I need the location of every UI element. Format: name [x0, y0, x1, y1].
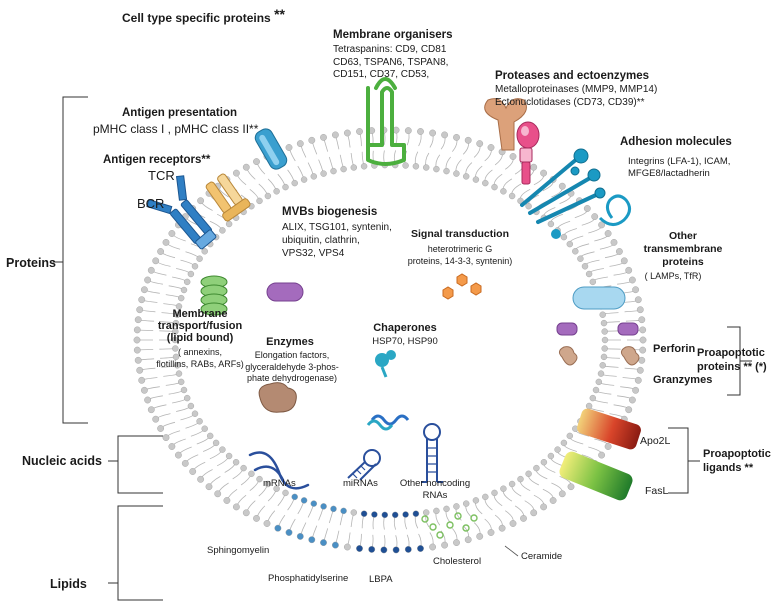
proapoptotic-ligands-title: Proapoptotic ligands ** [703, 448, 771, 474]
chaperones-title: Chaperones [373, 322, 437, 334]
antigen-presentation-title: Antigen presentation [122, 107, 238, 119]
category-brackets [53, 96, 752, 601]
proteins-label: Proteins [6, 256, 57, 270]
membrane-transport-title: Membrane transport/fusion (lipid bound) [157, 308, 243, 344]
lbpa-label: LBPA [369, 574, 393, 585]
perforin-icon [556, 322, 639, 336]
mvbs-title: MVBs biogenesis [282, 206, 378, 218]
protease-icon [484, 98, 527, 151]
membrane-organisers-text: Tetraspanins: CD9, CD81 CD63, TSPAN6, TS… [333, 44, 449, 80]
enzymes-text: Elongation factors, glyceraldehyde 3-pho… [245, 350, 339, 383]
header-stars: ** [274, 6, 285, 22]
pmhc-icon [254, 128, 288, 170]
ceramide-label: Ceramide [521, 551, 563, 562]
fasl-label: FasL [645, 485, 669, 497]
other-rnas-label: Other noncoding RNAs [399, 478, 471, 501]
membrane-organisers-title: Membrane organisers [333, 29, 453, 41]
lamp-icon [572, 286, 626, 310]
tcr-icon [205, 173, 251, 222]
noncoding-rna-icon [421, 423, 443, 483]
mfge8-icon [551, 194, 631, 239]
annexin-icon [200, 275, 228, 316]
nucleic-acids-bracket [117, 435, 163, 494]
integrin-icon [520, 156, 598, 224]
mvbs-text: ALIX, TSG101, syntenin, ubiquitin, clath… [282, 222, 392, 259]
leader-lines [504, 545, 519, 557]
proapoptotic-proteins-title: Proapoptotic proteins ** (*) [697, 347, 767, 373]
icam-icon [570, 148, 606, 199]
mirna-icon [347, 449, 381, 481]
other-tm-title: Other transmembrane proteins [643, 230, 723, 268]
mrnas-label: mRNAs [263, 478, 296, 489]
cholesterol-label: Cholesterol [433, 556, 482, 567]
adhesion-text: Integrins (LFA-1), ICAM, MFGE8/lactadher… [628, 156, 731, 179]
other-tm-text: ( LAMPs, TfR) [644, 271, 702, 281]
fasl-icon [559, 451, 633, 501]
signal-text: heterotrimeric G proteins, 14-3-3, synte… [407, 244, 513, 266]
tetraspanin-icon [366, 77, 406, 166]
signal-hexagons-icon [442, 273, 482, 300]
phosphatidylserine-label: Phosphatidylserine [268, 573, 349, 584]
granzyme-icon [558, 346, 640, 366]
mrna-icon [248, 451, 310, 490]
antigen-receptors-title: Antigen receptors** [103, 154, 211, 166]
sphingomyelin-label: Sphingomyelin [207, 545, 270, 556]
proteins-bracket [62, 96, 88, 424]
enzymes-title: Enzymes [266, 336, 314, 348]
ectoenzyme-icon [516, 121, 540, 185]
phosphatidylserine-lipids [356, 510, 424, 554]
membrane-transport-text: ( annexins, flotillins, RABs, ARFs) [156, 347, 244, 369]
bcr-icon [146, 175, 217, 250]
nucleic-acids-label: Nucleic acids [22, 454, 102, 468]
antigen-presentation-text: pMHC class I , pMHC class II** [93, 122, 259, 136]
enzyme-icon [258, 382, 297, 413]
apo2l-label: Apo2L [640, 435, 671, 447]
cholesterol-molecules [421, 512, 478, 539]
apo2l-icon [577, 408, 641, 450]
header-title: Cell type specific proteins ** [122, 6, 285, 25]
tcr-label: TCR [148, 168, 175, 183]
chaperones-text: HSP70, HSP90 [372, 336, 438, 347]
proteases-title: Proteases and ectoenzymes [495, 70, 650, 82]
header-title-text: Cell type specific proteins [122, 11, 271, 25]
lipids-bracket [117, 505, 163, 601]
proteases-text: Metalloproteinases (MMP9, MMP14) Ectonuc… [495, 84, 658, 108]
granzymes-label: Granzymes [653, 374, 713, 386]
signal-title: Signal transduction [410, 228, 509, 240]
mirnas-label: miRNAs [343, 478, 378, 489]
mvb-protein-icon [266, 282, 304, 302]
perforin-label: Perforin [653, 343, 696, 355]
bcr-label: BCR [137, 196, 165, 211]
adhesion-title: Adhesion molecules [620, 136, 732, 148]
chaperone-icon [366, 350, 410, 431]
sphingomyelin-lipids [274, 493, 347, 549]
lipids-label: Lipids [50, 577, 87, 591]
proapoptotic-ligands-bracket [668, 427, 689, 494]
